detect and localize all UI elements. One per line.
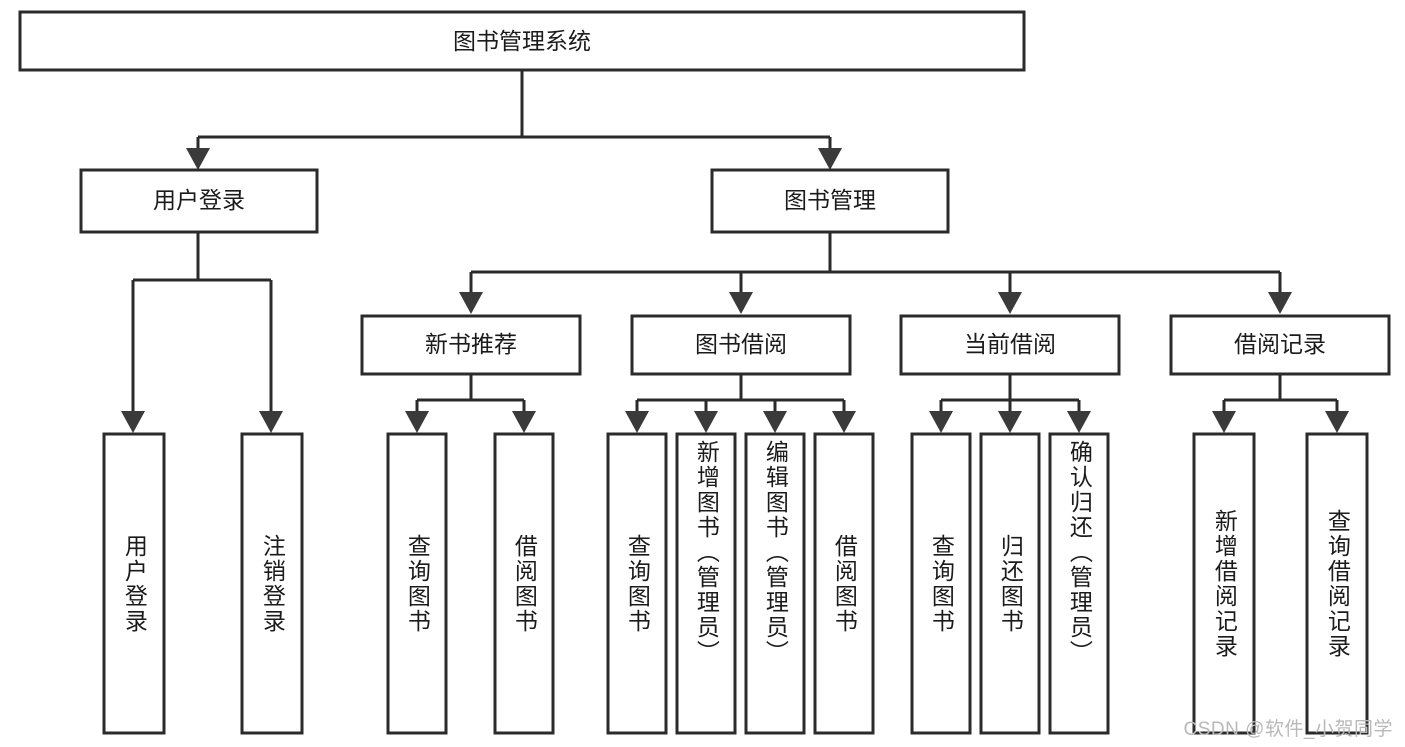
- arrow-head-icon: [729, 292, 753, 314]
- node-root[interactable]: 图书管理系统: [18, 10, 1026, 72]
- arrow-head-icon: [259, 411, 283, 433]
- node-leaf-borrow-book-1[interactable]: [493, 432, 555, 735]
- watermark-text: CSDN @软件_小贺同学: [1183, 719, 1393, 740]
- node-user-login[interactable]: 用户登录: [79, 168, 319, 234]
- node-label: 当前借阅: [964, 331, 1056, 357]
- node-leaf-confirm-return[interactable]: [1048, 432, 1110, 735]
- node-box[interactable]: [910, 432, 972, 735]
- arrow-head-icon: [998, 411, 1022, 433]
- arrow-head-icon: [625, 411, 649, 433]
- node-leaf-add-book[interactable]: [675, 432, 737, 735]
- node-leaf-query-record[interactable]: [1305, 432, 1369, 735]
- node-new-book-recommend[interactable]: 新书推荐: [360, 314, 582, 376]
- arrow-head-icon: [1325, 411, 1349, 433]
- node-leaf-add-record[interactable]: [1192, 432, 1256, 735]
- node-borrow-record[interactable]: 借阅记录: [1169, 314, 1391, 376]
- node-box[interactable]: [675, 432, 737, 735]
- node-leaf-query-book-3[interactable]: [910, 432, 972, 735]
- arrow-head-icon: [998, 292, 1022, 314]
- node-box[interactable]: [744, 432, 806, 735]
- connector-current-borrow-to-leaves: [929, 375, 1091, 433]
- arrow-head-icon: [1268, 292, 1292, 314]
- connector-user-login-to-leaves: [121, 232, 283, 433]
- arrow-head-icon: [186, 148, 210, 170]
- node-box[interactable]: [386, 432, 448, 735]
- node-box[interactable]: [1305, 432, 1369, 735]
- node-box[interactable]: [1192, 432, 1256, 735]
- node-label: 借阅记录: [1234, 331, 1326, 357]
- arrow-head-icon: [763, 411, 787, 433]
- arrow-head-icon: [512, 411, 536, 433]
- arrow-head-icon: [694, 411, 718, 433]
- node-leaf-borrow-book-2[interactable]: [813, 432, 875, 735]
- node-box[interactable]: [813, 432, 875, 735]
- node-box[interactable]: [1169, 314, 1391, 376]
- arrow-head-icon: [459, 292, 483, 314]
- connector-book-manage-to-level3: [459, 232, 1292, 314]
- connector-borrow-record-to-leaves: [1212, 375, 1349, 433]
- node-box[interactable]: [18, 10, 1026, 72]
- node-box[interactable]: [710, 168, 950, 234]
- node-box[interactable]: [79, 168, 319, 234]
- connector-root-to-level2: [186, 70, 842, 170]
- arrow-head-icon: [1212, 411, 1236, 433]
- node-book-borrow[interactable]: 图书借阅: [630, 314, 852, 376]
- node-leaf-query-book-2[interactable]: [606, 432, 668, 735]
- node-leaf-edit-book[interactable]: [744, 432, 806, 735]
- node-box[interactable]: [630, 314, 852, 376]
- node-label: 图书借阅: [695, 331, 787, 357]
- connector-new-book-recommend-to-leaves: [405, 375, 536, 433]
- connector-book-borrow-to-leaves: [625, 375, 856, 433]
- node-leaf-return-book[interactable]: [979, 432, 1041, 735]
- node-box[interactable]: [606, 432, 668, 735]
- node-box[interactable]: [1048, 432, 1110, 735]
- arrow-head-icon: [405, 411, 429, 433]
- node-box[interactable]: [102, 432, 166, 735]
- node-box[interactable]: [899, 314, 1121, 376]
- node-box[interactable]: [360, 314, 582, 376]
- node-box[interactable]: [493, 432, 555, 735]
- arrow-head-icon: [929, 411, 953, 433]
- node-book-manage[interactable]: 图书管理: [710, 168, 950, 234]
- node-label: 用户登录: [153, 187, 245, 213]
- arrow-head-icon: [121, 411, 145, 433]
- node-leaf-user-login[interactable]: [102, 432, 166, 735]
- arrow-head-icon: [818, 148, 842, 170]
- node-label: 图书管理系统: [453, 28, 591, 54]
- node-current-borrow[interactable]: 当前借阅: [899, 314, 1121, 376]
- node-label: 图书管理: [784, 187, 876, 213]
- node-box[interactable]: [979, 432, 1041, 735]
- node-leaf-query-book-1[interactable]: [386, 432, 448, 735]
- node-leaf-logout-login[interactable]: [240, 432, 304, 735]
- arrow-head-icon: [1067, 411, 1091, 433]
- node-label: 新书推荐: [425, 331, 517, 357]
- arrow-head-icon: [832, 411, 856, 433]
- node-box[interactable]: [240, 432, 304, 735]
